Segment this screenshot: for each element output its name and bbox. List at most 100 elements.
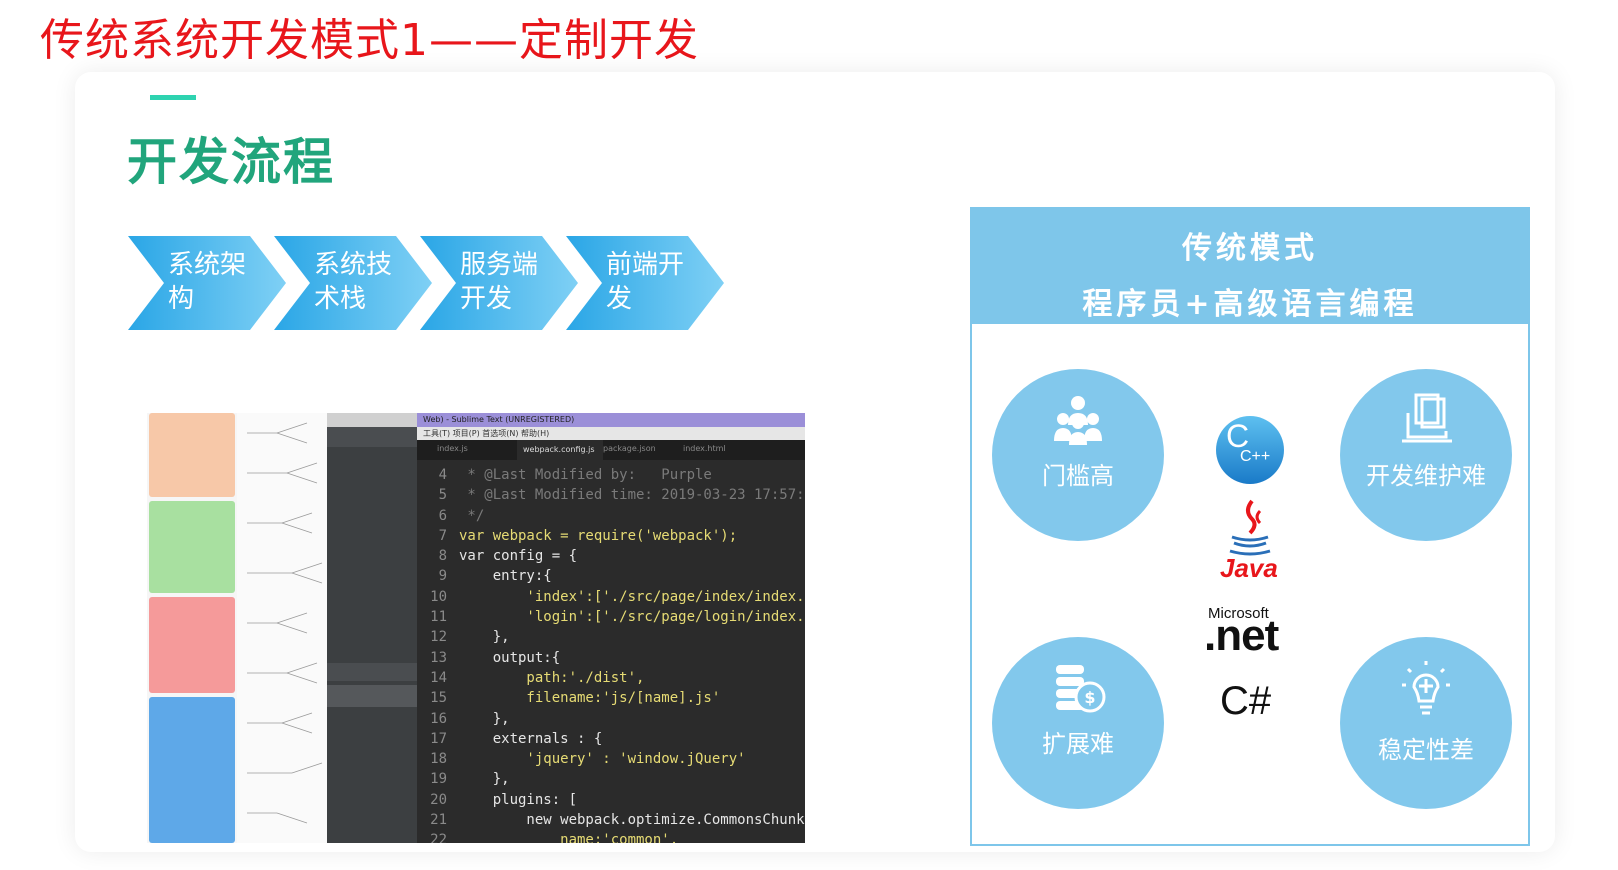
step-server-dev: 服务端开发 (420, 236, 578, 330)
java-cup-icon (1229, 499, 1271, 556)
line-text: path:'./dist', (459, 669, 645, 686)
line-text: 'jquery' : 'window.jQuery' (459, 751, 746, 768)
chevron-shape (566, 236, 724, 330)
dotnet-logo: Microsoft .net (1200, 605, 1320, 665)
line-text: entry:{ (459, 568, 552, 585)
editor-tab: index.js (437, 444, 468, 453)
cpp-logo-cpp: C++ (1240, 448, 1271, 465)
traditional-mode-header: 传统模式 程序员+高级语言编程 (972, 209, 1528, 324)
line-number: 17 (430, 730, 447, 747)
circle-label: 扩展难 (1042, 730, 1114, 758)
accent-bar (150, 95, 196, 100)
step-label: 服务端开发 (460, 250, 539, 314)
line-text: 'index':['./src/page/index/index.js'], (526, 588, 805, 605)
people-icon (1054, 396, 1102, 445)
line-text: * @Last Modified by: Purple (459, 467, 712, 483)
code-line: 15 filename:'js/[name].js' (417, 688, 805, 708)
editor-menu-bar: 工具(T) 项目(P) 首选项(N) 帮助(H) (417, 427, 805, 440)
code-line: 21 new webpack.optimize.CommonsChunkPlug… (417, 810, 805, 830)
line-text: var config = { (459, 548, 578, 565)
line-text: output:{ (459, 649, 561, 666)
dotnet-logo-net: .net (1204, 611, 1279, 660)
circle-label: 开发维护难 (1366, 462, 1486, 490)
line-text: * @Last Modified time: 2019-03-23 17:57:… (459, 487, 805, 504)
line-number: 6 (438, 507, 447, 524)
java-logo: Java (1214, 499, 1286, 589)
editor-title-bar: Web) - Sublime Text (UNREGISTERED) (417, 413, 805, 427)
line-number: 22 (430, 832, 447, 843)
traditional-mode-subtitle: 程序员+高级语言编程 (1082, 287, 1418, 322)
step-tech-stack: 系统技术栈 (274, 236, 432, 330)
code-line: 5 * @Last Modified time: 2019-03-23 17:5… (417, 485, 805, 505)
code-line: 10 'index':['./src/page/index/index.js']… (417, 587, 805, 607)
code-line: 16 }, (417, 709, 805, 729)
circle-label: 稳定性差 (1378, 736, 1474, 764)
line-text: }, (459, 710, 510, 727)
line-text: filename:'js/[name].js' (459, 690, 721, 707)
line-text: */ (459, 507, 485, 524)
step-system-architecture: 系统架构 (128, 236, 286, 330)
line-number: 21 (430, 812, 447, 829)
code-line: 20 plugins: [ (417, 790, 805, 810)
editor-tab: package.json (603, 444, 656, 453)
line-number: 19 (430, 771, 447, 788)
lightbulb-icon (1402, 661, 1450, 715)
line-text: var webpack = require('webpack'); (459, 527, 738, 544)
circle-hard-extend: $ 扩展难 (992, 637, 1164, 809)
code-line: 8 var config = { (417, 546, 805, 566)
code-line: 4 * @Last Modified by: Purple (417, 465, 805, 485)
chevron-shape (420, 236, 578, 330)
code-line: 7 var webpack = require('webpack'); (417, 526, 805, 546)
code-line: 6 */ (417, 506, 805, 526)
ide-project-panel-image (327, 413, 417, 843)
code-line: 19 }, (417, 769, 805, 789)
line-text: }, (459, 629, 510, 646)
coins-icon: $ (1056, 665, 1106, 713)
section-title: 开发流程 (127, 133, 335, 191)
circle-label: 门槛高 (1042, 462, 1114, 490)
line-number: 11 (430, 609, 447, 626)
line-number: 16 (430, 710, 447, 727)
traditional-mode-title: 传统模式 (1182, 231, 1318, 266)
traditional-mode-panel: 传统模式 程序员+高级语言编程 门槛高 开发维护难 (970, 207, 1530, 846)
documents-laptop-icon (1402, 393, 1452, 443)
code-line: 18 'jquery' : 'window.jQuery' (417, 749, 805, 769)
circle-hard-maintenance: 开发维护难 (1340, 369, 1512, 541)
chevron-shape (274, 236, 432, 330)
architecture-diagram-image (147, 413, 237, 843)
code-line: 22 name:'common', (417, 830, 805, 843)
editor-tab: index.html (683, 444, 726, 453)
csharp-logo-text: C# (1220, 679, 1272, 723)
step-label: 系统技术栈 (314, 250, 393, 314)
circle-poor-stability: 稳定性差 (1340, 637, 1512, 809)
code-editor-image: Web) - Sublime Text (UNREGISTERED) 工具(T)… (417, 413, 805, 843)
code-line: 17 externals : { (417, 729, 805, 749)
mindmap-tree-image (237, 413, 327, 843)
dotnet-logo-microsoft: Microsoft (1208, 605, 1269, 622)
line-number: 14 (430, 669, 447, 686)
line-number: 15 (430, 690, 447, 707)
line-number: 20 (430, 791, 447, 808)
line-number: 18 (430, 751, 447, 768)
code-line: 11 'login':['./src/page/login/index.js']… (417, 607, 805, 627)
csharp-logo: C# (1214, 679, 1304, 735)
code-line: 13 output:{ (417, 648, 805, 668)
line-number: 7 (438, 527, 447, 544)
line-number: 4 (438, 467, 447, 483)
line-text: externals : { (459, 730, 603, 747)
code-line: 12 }, (417, 627, 805, 647)
line-text: 'login':['./src/page/login/index.js'], (526, 609, 805, 626)
line-text: plugins: [ (459, 791, 578, 808)
line-number: 12 (430, 629, 447, 646)
editor-tab-active: webpack.config.js (517, 440, 603, 460)
line-number: 10 (430, 588, 447, 605)
line-text: name:'common', (459, 832, 679, 843)
line-number: 8 (438, 548, 447, 565)
code-line: 9 entry:{ (417, 566, 805, 586)
cpp-logo-c: C (1226, 418, 1250, 454)
step-label: 系统架构 (168, 250, 247, 314)
line-number: 5 (438, 487, 447, 504)
svg-text:$: $ (1084, 688, 1095, 707)
step-frontend-dev: 前端开发 (566, 236, 724, 330)
editor-tabs: index.js webpack.config.js package.json … (417, 440, 805, 460)
